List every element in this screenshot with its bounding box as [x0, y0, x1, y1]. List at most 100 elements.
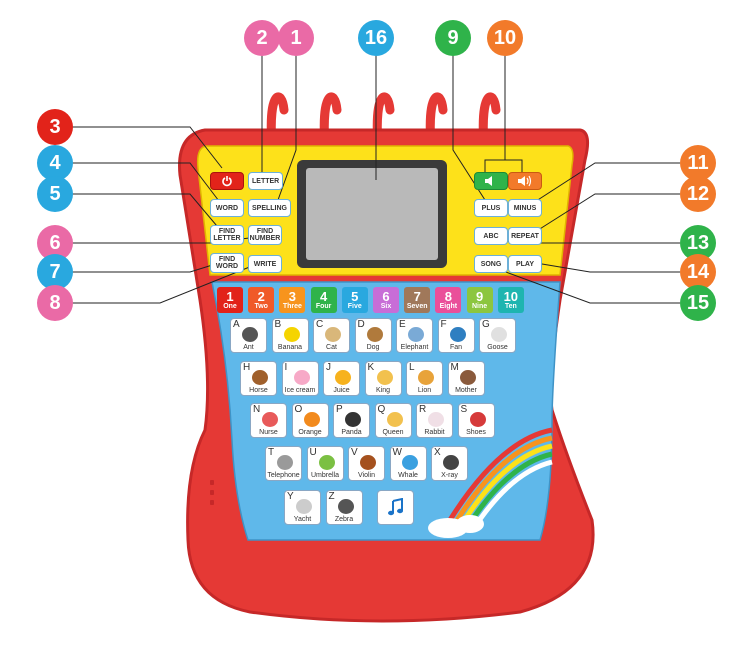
key-word: Horse — [249, 387, 268, 394]
volume-up-button[interactable] — [508, 172, 542, 190]
letter-key-a[interactable]: A Ant — [230, 318, 267, 353]
music-note-icon — [388, 498, 403, 516]
find-number-button[interactable]: FIND NUMBER — [248, 225, 282, 245]
callout-4: 4 — [37, 145, 73, 181]
key-picture-icon — [296, 499, 312, 514]
key-word: Ant — [243, 344, 254, 351]
key-letter: S — [460, 404, 468, 415]
key-letter: D — [357, 319, 365, 330]
find-letter-button[interactable]: FIND LETTER — [210, 225, 244, 245]
key-letter: M — [450, 362, 459, 373]
key-picture-icon — [303, 412, 320, 427]
key-picture-icon — [443, 455, 459, 470]
song-button[interactable]: SONG — [474, 255, 508, 273]
key-picture-icon — [376, 370, 393, 385]
key-picture-icon — [366, 327, 383, 342]
power-button[interactable] — [210, 172, 244, 190]
letter-key-z[interactable]: Z Zebra — [325, 490, 363, 525]
key-word: Mother — [455, 387, 477, 394]
number-word: Ten — [504, 302, 517, 310]
repeat-button[interactable]: REPEAT — [508, 227, 542, 245]
minus-button[interactable]: MINUS — [508, 199, 542, 217]
callout-16: 16 — [358, 20, 394, 56]
callout-7: 7 — [37, 254, 73, 290]
play-button[interactable]: PLAY — [508, 255, 542, 273]
key-word: Violin — [358, 472, 375, 479]
key-word: Zebra — [334, 516, 354, 523]
key-word: Orange — [298, 429, 322, 436]
find-word-button[interactable]: FIND WORD — [210, 253, 244, 273]
volume-down-button[interactable] — [474, 172, 508, 190]
key-word: Fan — [449, 344, 463, 351]
key-word: Whale — [398, 472, 418, 479]
music-key[interactable] — [377, 490, 414, 525]
letter-key-m[interactable]: M Mother — [447, 361, 485, 396]
callout-11: 11 — [680, 145, 716, 181]
key-letter: K — [367, 362, 375, 373]
key-picture-icon — [408, 327, 424, 342]
key-picture-icon — [345, 412, 361, 427]
number-word: Three — [282, 302, 302, 310]
abc-button[interactable]: ABC — [474, 227, 508, 245]
key-letter: J — [326, 362, 331, 373]
key-picture-icon — [401, 455, 418, 470]
callout-9: 9 — [435, 20, 471, 56]
write-button[interactable]: WRITE — [248, 255, 282, 273]
callout-14: 14 — [680, 254, 716, 290]
key-picture-icon — [318, 455, 335, 470]
key-picture-icon — [325, 327, 341, 342]
letter-button[interactable]: LETTER — [248, 172, 284, 190]
key-letter: A — [233, 319, 240, 330]
number-word: Two — [254, 302, 268, 310]
key-word: X-ray — [441, 472, 458, 479]
key-picture-icon — [277, 455, 293, 470]
spelling-button[interactable]: SPELLING — [248, 199, 292, 217]
number-word: One — [223, 302, 237, 310]
plus-button[interactable]: PLUS — [474, 199, 508, 217]
key-letter: Q — [377, 404, 386, 415]
key-picture-icon — [262, 412, 278, 427]
number-word: Six — [380, 302, 392, 310]
key-letter: Z — [328, 491, 335, 502]
key-picture-icon — [459, 370, 476, 385]
word-button[interactable]: WORD — [210, 199, 244, 217]
key-picture-icon — [491, 327, 507, 342]
number-digit: 4 — [319, 288, 328, 304]
key-picture-icon — [360, 455, 376, 470]
number-word: Eight — [439, 302, 458, 310]
callout-2: 2 — [244, 20, 280, 56]
